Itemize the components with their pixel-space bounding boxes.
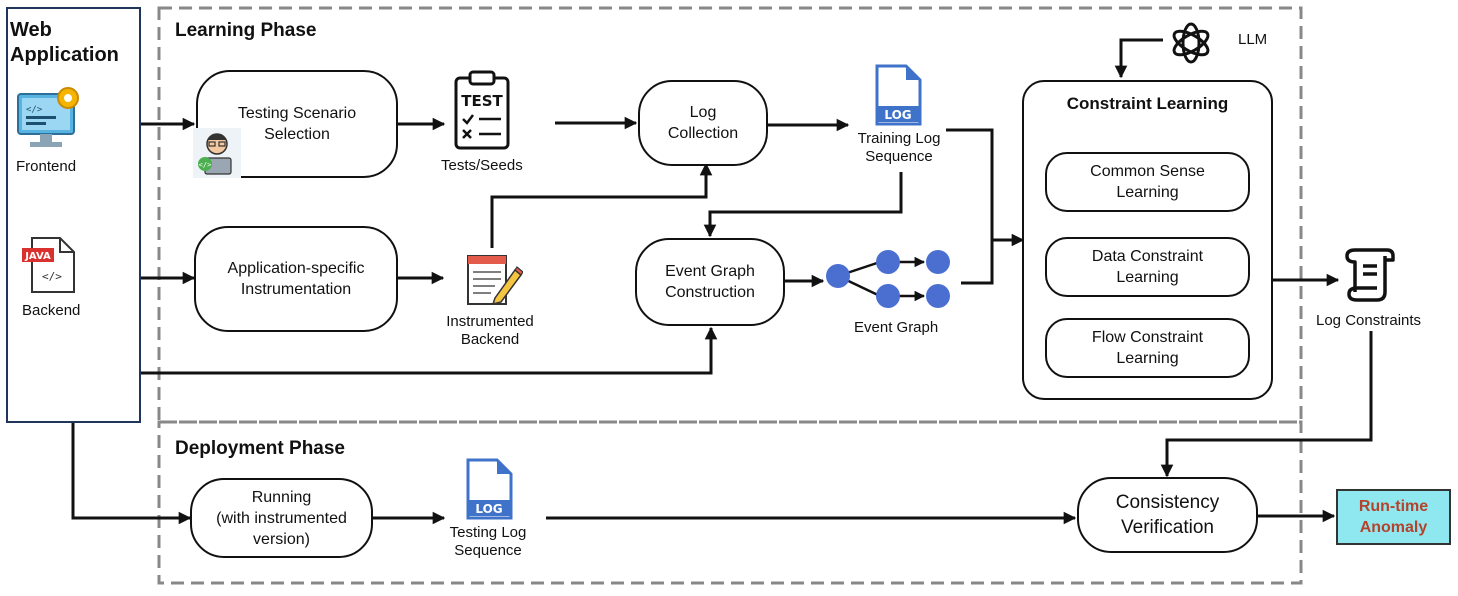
- arrow-webapp-to-eventgraph: [141, 326, 718, 375]
- consistency-verification-node: Consistency Verification: [1077, 477, 1258, 553]
- svg-text:LOG: LOG: [475, 502, 502, 516]
- line-training-to-constraint: [946, 128, 994, 240]
- graph-node: [876, 284, 900, 308]
- web-application-title: Web Application: [10, 19, 119, 66]
- deployment-phase-title: Deployment Phase: [175, 438, 345, 459]
- backend-label: Backend: [22, 302, 81, 319]
- constraint-learning-title: Constraint Learning: [1066, 94, 1229, 113]
- instrumented-backend-label: Instrumented Backend: [446, 313, 534, 348]
- svg-text:</>: </>: [42, 270, 62, 283]
- test-clipboard-icon: TEST: [454, 70, 510, 150]
- training-log-sequence-label: Training Log Sequence: [857, 130, 941, 165]
- java-file-icon: JAVA </>: [22, 237, 75, 293]
- learning-phase-title: Learning Phase: [175, 20, 317, 41]
- frontend-label: Frontend: [16, 158, 77, 175]
- training-log-file-icon: LOG: [875, 64, 922, 126]
- arrow-training-to-eventgraph: [703, 172, 903, 238]
- testing-log-file-icon: LOG: [466, 458, 513, 520]
- svg-text:</>: </>: [26, 105, 43, 115]
- graph-node: [926, 250, 950, 274]
- frontend-monitor-icon: </>: [17, 87, 79, 147]
- arrow-logconstraints-to-consistency: [1160, 331, 1373, 478]
- svg-text:LOG: LOG: [884, 108, 911, 122]
- log-constraints-label: Log Constraints: [1316, 312, 1422, 329]
- developer-avatar-icon: </>: [193, 128, 241, 178]
- arrow-instrumented-to-logcollection: [490, 162, 713, 248]
- arrow-llm-to-constraint: [1114, 38, 1163, 79]
- application-instrumentation-node: Application-specific Instrumentation: [194, 226, 398, 332]
- deployment-phase-border: [157, 420, 1303, 585]
- line-graph-to-constraint: [961, 240, 994, 285]
- event-graph-icon: [826, 250, 950, 308]
- svg-text:TEST: TEST: [461, 92, 503, 110]
- log-constraints-scroll-icon: [1345, 248, 1395, 302]
- instrumented-backend-notepad-icon: [467, 255, 523, 306]
- tests-seeds-label: Tests/Seeds: [441, 157, 523, 174]
- svg-text:</>: </>: [199, 161, 212, 169]
- web-application-panel: [6, 7, 141, 423]
- common-sense-learning-node: Common Sense Learning: [1045, 152, 1250, 212]
- runtime-anomaly-node: Run-time Anomaly: [1336, 489, 1451, 545]
- svg-text:JAVA: JAVA: [24, 251, 51, 262]
- event-graph-label: Event Graph: [854, 319, 939, 336]
- llm-label: LLM: [1238, 31, 1268, 48]
- graph-node: [926, 284, 950, 308]
- graph-node: [826, 264, 850, 288]
- testing-log-sequence-label: Testing Log Sequence: [449, 524, 527, 559]
- data-constraint-learning-node: Data Constraint Learning: [1045, 237, 1250, 297]
- flow-constraint-learning-node: Flow Constraint Learning: [1045, 318, 1250, 378]
- arrow-webapp-to-running: [71, 423, 192, 525]
- event-graph-construction-node: Event Graph Construction: [635, 238, 785, 326]
- graph-node: [876, 250, 900, 274]
- running-instrumented-node: Running (with instrumented version): [190, 478, 373, 558]
- llm-openai-icon: [1172, 22, 1210, 64]
- log-collection-node: Log Collection: [638, 80, 768, 166]
